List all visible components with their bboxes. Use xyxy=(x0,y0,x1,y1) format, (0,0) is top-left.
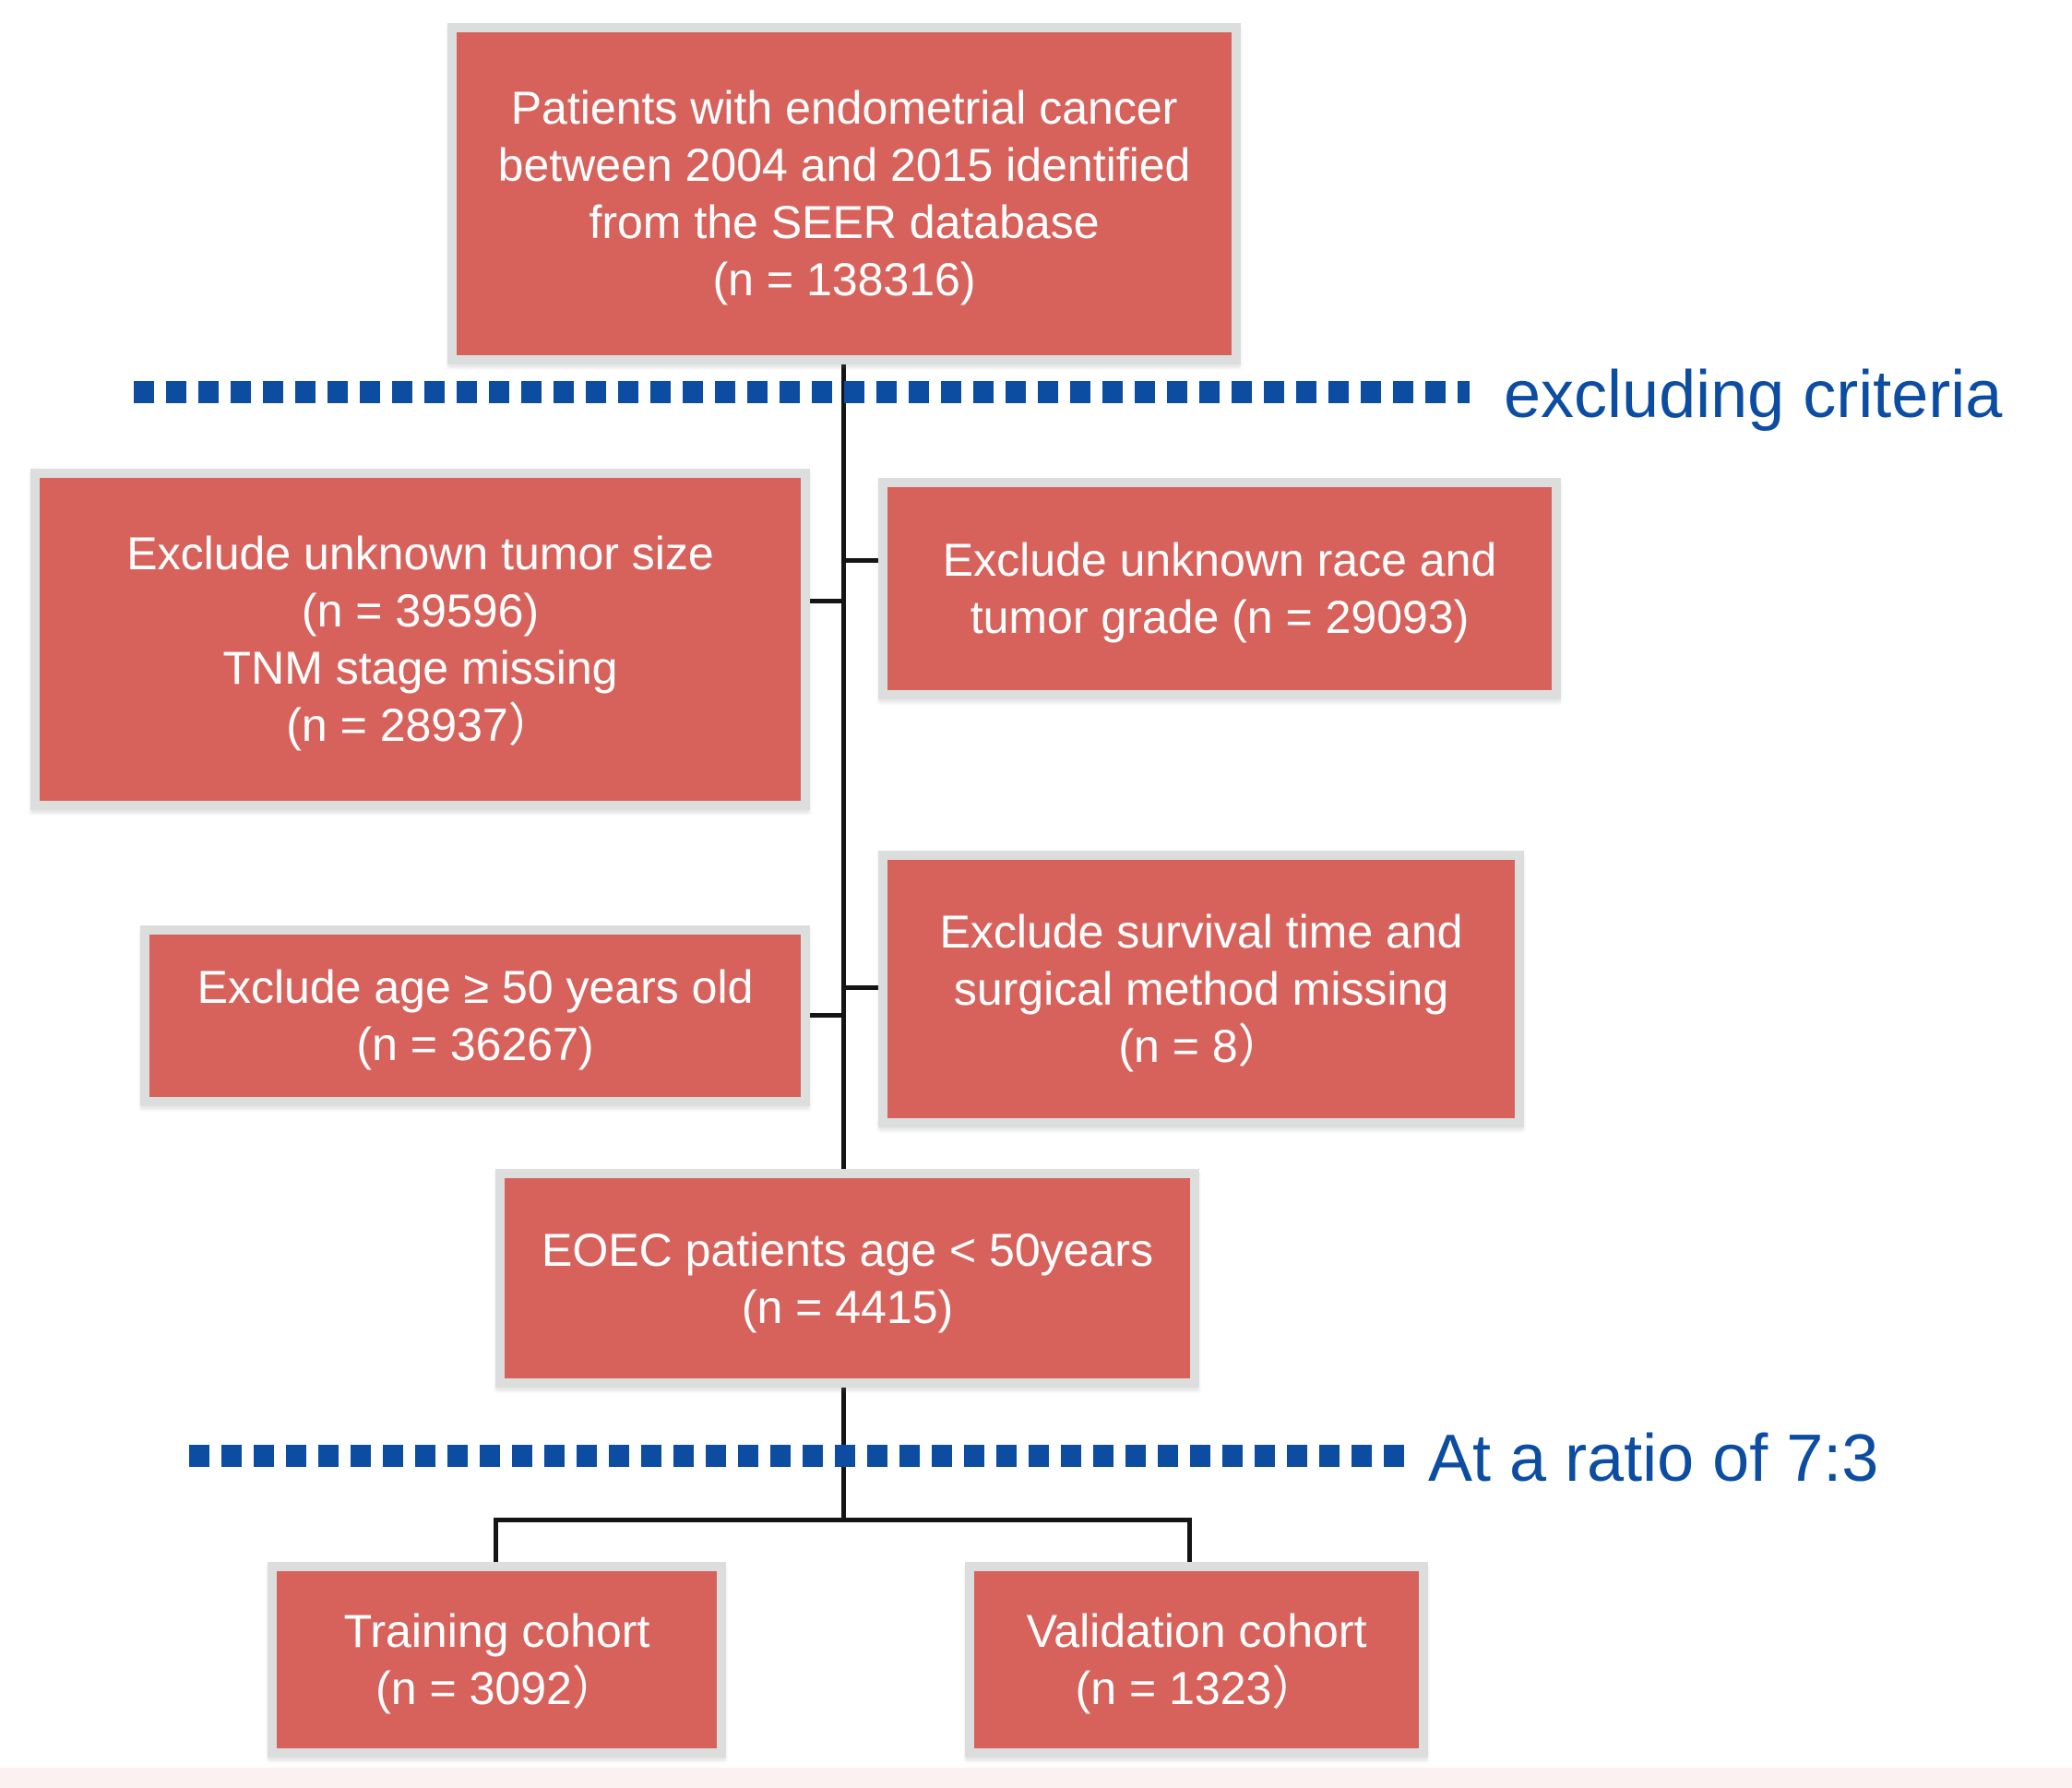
cohort-line: Training cohort xyxy=(343,1605,650,1657)
footer-strip xyxy=(0,1768,2072,1788)
source-line: between 2004 and 2015 identified xyxy=(497,139,1191,191)
source-line: from the SEER database xyxy=(589,197,1100,248)
connector-stub-survival xyxy=(844,985,881,990)
eoec-count: (n = 4415) xyxy=(741,1281,954,1333)
cohort-count: (n = 1323） xyxy=(1075,1663,1318,1714)
exclude-count: (n = 36267) xyxy=(356,1019,594,1070)
eoec-node: EOEC patients age < 50years (n = 4415) xyxy=(495,1169,1199,1388)
connector-branch-horizontal xyxy=(494,1518,1192,1522)
exclude-line: Exclude survival time and xyxy=(939,906,1463,958)
ratio-divider xyxy=(189,1445,1405,1467)
exclude-race-grade-node: Exclude unknown race and tumor grade (n … xyxy=(878,478,1561,699)
exclude-count: tumor grade (n = 29093) xyxy=(970,591,1470,643)
eoec-line: EOEC patients age < 50years xyxy=(542,1223,1153,1276)
exclude-tumor-size-node: Exclude unknown tumor size (n = 39596) T… xyxy=(30,469,810,810)
exclude-line: Exclude age ≥ 50 years old xyxy=(196,961,754,1013)
exclude-count: (n = 28937） xyxy=(286,699,554,751)
connector-branch-left-drop xyxy=(494,1518,498,1566)
exclude-survival-node: Exclude survival time and surgical metho… xyxy=(878,851,1524,1127)
training-cohort-node: Training cohort (n = 3092） xyxy=(268,1562,726,1758)
exclude-line: Exclude unknown tumor size xyxy=(126,528,714,579)
connector-stub-size-stage xyxy=(808,599,845,603)
exclude-line: Exclude unknown race and xyxy=(942,534,1497,586)
excluding-criteria-label: excluding criteria xyxy=(1504,358,2003,432)
connector-stub-race-grade xyxy=(844,558,881,563)
exclude-age-node: Exclude age ≥ 50 years old (n = 36267) xyxy=(140,925,810,1106)
exclude-count: (n = 39596) xyxy=(301,585,540,637)
source-count: (n = 138316) xyxy=(712,254,976,305)
source-line: Patients with endometrial cancer xyxy=(510,82,1178,134)
ratio-label: At a ratio of 7:3 xyxy=(1428,1422,1879,1496)
validation-cohort-node: Validation cohort (n = 1323） xyxy=(965,1562,1428,1758)
connector-stub-age xyxy=(808,1013,845,1018)
exclude-line: surgical method missing xyxy=(953,963,1449,1015)
cohort-line: Validation cohort xyxy=(1026,1605,1367,1657)
cohort-count: (n = 3092） xyxy=(375,1663,618,1714)
exclude-line: TNM stage missing xyxy=(222,642,618,694)
source-node: Patients with endometrial cancer between… xyxy=(447,23,1241,364)
excluding-criteria-divider xyxy=(134,381,1470,403)
connector-main-upper xyxy=(841,363,846,1171)
exclude-count: (n = 8） xyxy=(1118,1020,1284,1072)
connector-branch-right-drop xyxy=(1187,1518,1192,1566)
